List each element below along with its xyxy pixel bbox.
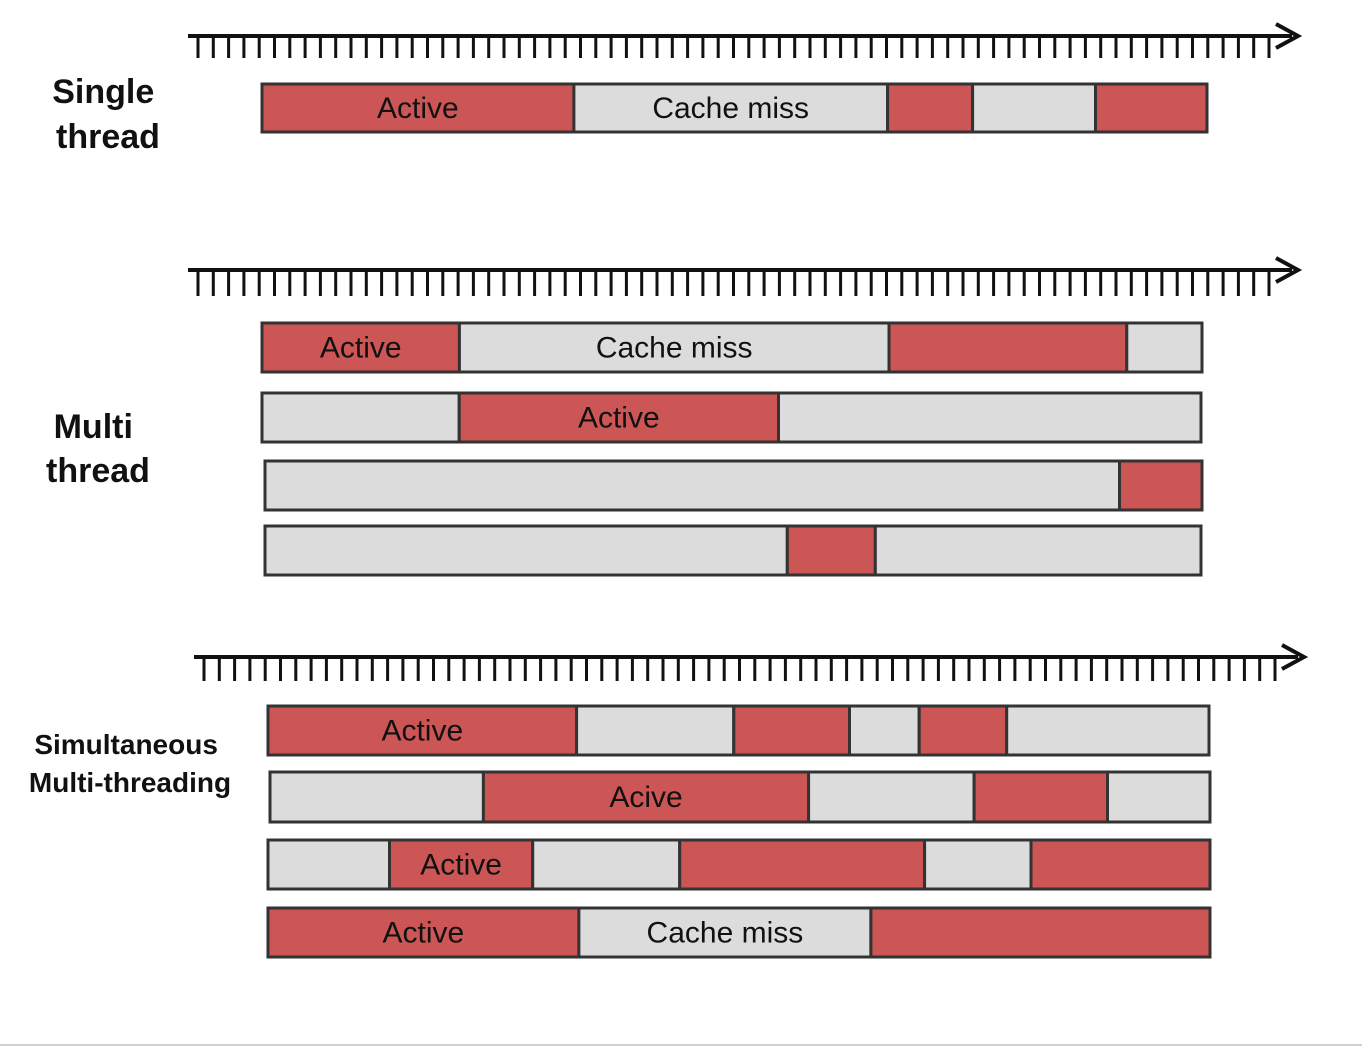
idle-segment <box>263 459 1121 512</box>
segment-label: Cache miss <box>647 917 804 950</box>
active-segment <box>887 321 1129 374</box>
section-label-line: thread <box>56 118 160 156</box>
idle-segment <box>457 321 891 374</box>
segment-label: Active <box>377 92 459 125</box>
idle-segment <box>572 82 890 134</box>
thread-row: Active Cache miss <box>260 82 1209 134</box>
active-segment <box>481 770 811 824</box>
bottom-divider <box>0 1044 1362 1046</box>
idle-segment <box>1125 321 1204 374</box>
idle-segment <box>263 524 789 577</box>
thread-row: Acive <box>268 770 1212 824</box>
smt-section: Simultaneous Multi-threading ActiveAcive… <box>29 643 1309 959</box>
smt-label: Simultaneous Multi-threading <box>29 729 231 798</box>
section-label-line: Multi <box>54 408 133 446</box>
section-label-line: Single <box>52 73 154 111</box>
axis-arrow <box>1281 643 1309 671</box>
active-segment <box>785 524 877 577</box>
axis-arrow <box>1275 256 1303 284</box>
segment-label: Active <box>320 332 402 365</box>
active-segment <box>1094 82 1209 134</box>
single-thread-label: Single thread <box>52 73 163 156</box>
idle-segment <box>1005 704 1211 757</box>
thread-row: Active <box>260 391 1203 444</box>
segment-label: Active <box>420 849 502 882</box>
active-segment <box>886 82 975 134</box>
idle-segment <box>531 838 682 891</box>
active-segment <box>1029 838 1212 891</box>
idle-segment <box>923 838 1033 891</box>
idle-segment <box>266 838 391 891</box>
active-segment <box>388 838 535 891</box>
active-segment <box>917 704 1009 757</box>
idle-segment <box>873 524 1203 577</box>
idle-segment <box>848 704 921 757</box>
thread-row: Active <box>266 704 1211 757</box>
section-label-line: Multi-threading <box>29 767 231 798</box>
idle-segment <box>260 391 461 444</box>
idle-segment <box>807 770 976 824</box>
idle-segment <box>268 770 485 824</box>
segment-label: Cache miss <box>652 92 809 125</box>
segment-label: Active <box>381 715 463 748</box>
single-thread-time-axis <box>188 22 1303 58</box>
segment-label: Active <box>383 917 465 950</box>
single-thread-section: Single thread Active Cache miss <box>52 22 1303 156</box>
section-label-line: thread <box>46 452 150 490</box>
smt-time-axis <box>194 643 1309 681</box>
idle-segment <box>1106 770 1212 824</box>
single-thread-rows: Active Cache miss <box>260 82 1209 134</box>
active-segment <box>732 704 851 757</box>
active-segment <box>972 770 1110 824</box>
idle-segment <box>971 82 1097 134</box>
segment-label: Active <box>578 402 660 435</box>
thread-row <box>263 459 1204 512</box>
active-segment <box>678 838 927 891</box>
multi-thread-label: Multi thread <box>46 408 150 490</box>
active-segment <box>260 82 576 134</box>
active-segment <box>266 906 581 959</box>
segment-label: Cache miss <box>596 332 753 365</box>
idle-segment <box>777 391 1203 444</box>
thread-row <box>263 524 1203 577</box>
idle-segment <box>577 906 873 959</box>
section-label-line: Simultaneous <box>34 729 218 760</box>
axis-arrow <box>1275 22 1303 50</box>
active-segment <box>869 906 1212 959</box>
thread-row: Active <box>266 838 1212 891</box>
segment-label: Acive <box>609 781 682 814</box>
multi-thread-time-axis <box>188 256 1303 296</box>
active-segment <box>266 704 579 757</box>
idle-segment <box>575 704 736 757</box>
thread-row: Active Cache miss <box>266 906 1212 959</box>
thread-row: Active Cache miss <box>260 321 1204 374</box>
active-segment <box>1118 459 1204 512</box>
